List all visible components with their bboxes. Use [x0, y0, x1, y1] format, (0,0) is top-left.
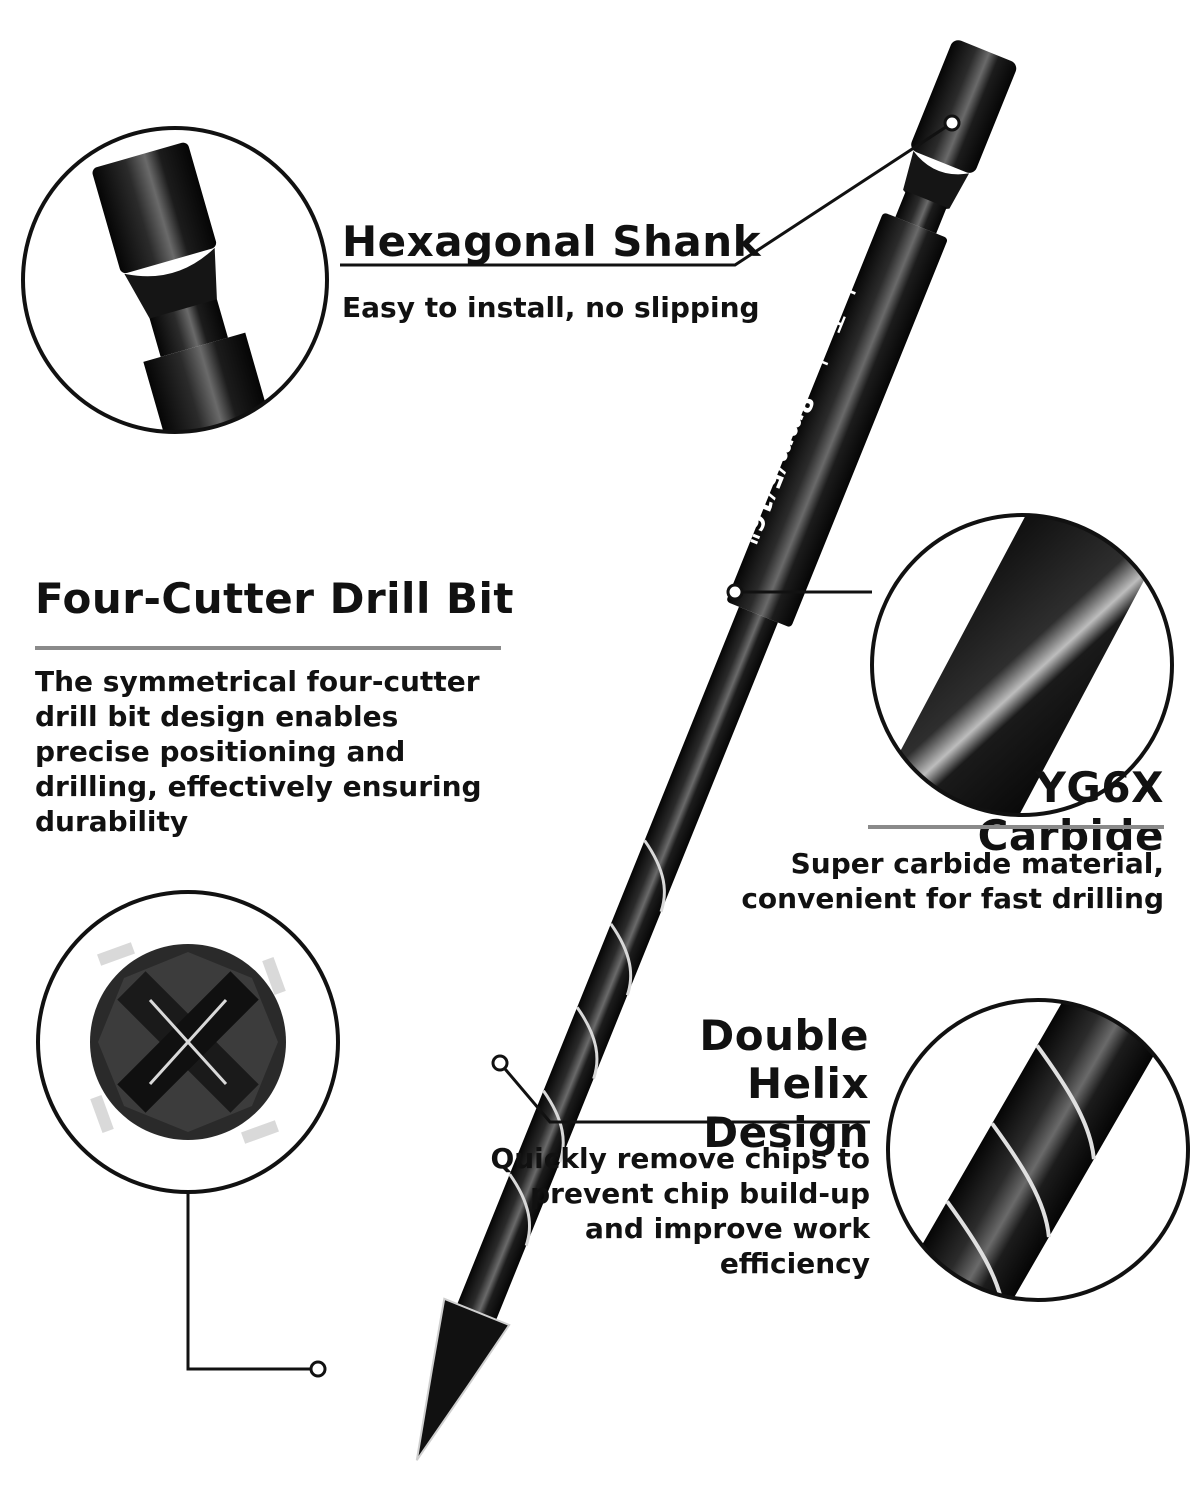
helix-desc: Quickly remove chips to prevent chip bui…	[490, 1142, 870, 1280]
four-cutter-desc: The symmetrical four-cutter drill bit de…	[35, 665, 482, 838]
zoom-four-cutter	[36, 890, 340, 1194]
zoom-double-helix	[886, 958, 1190, 1342]
carbide-desc: Super carbide material, convenient for f…	[741, 847, 1164, 915]
zoom-carbide	[870, 470, 1174, 868]
callout-lines	[186, 121, 953, 1371]
carbide-title: YG6X Carbide	[977, 763, 1164, 861]
four-cutter-rule	[35, 646, 501, 650]
carbide-rule	[868, 825, 1164, 829]
hex-shank-title: Hexagonal Shank	[342, 217, 762, 266]
drill-bit: LyTool 8mm/5/16"	[415, 40, 1017, 1461]
callout-dots	[309, 114, 961, 1378]
four-cutter-title: Four-Cutter Drill Bit	[35, 574, 514, 623]
zoom-hex-shank	[21, 126, 329, 469]
hex-shank-desc: Easy to install, no slipping	[342, 291, 760, 324]
helix-title: Double Helix Design	[699, 1011, 869, 1157]
